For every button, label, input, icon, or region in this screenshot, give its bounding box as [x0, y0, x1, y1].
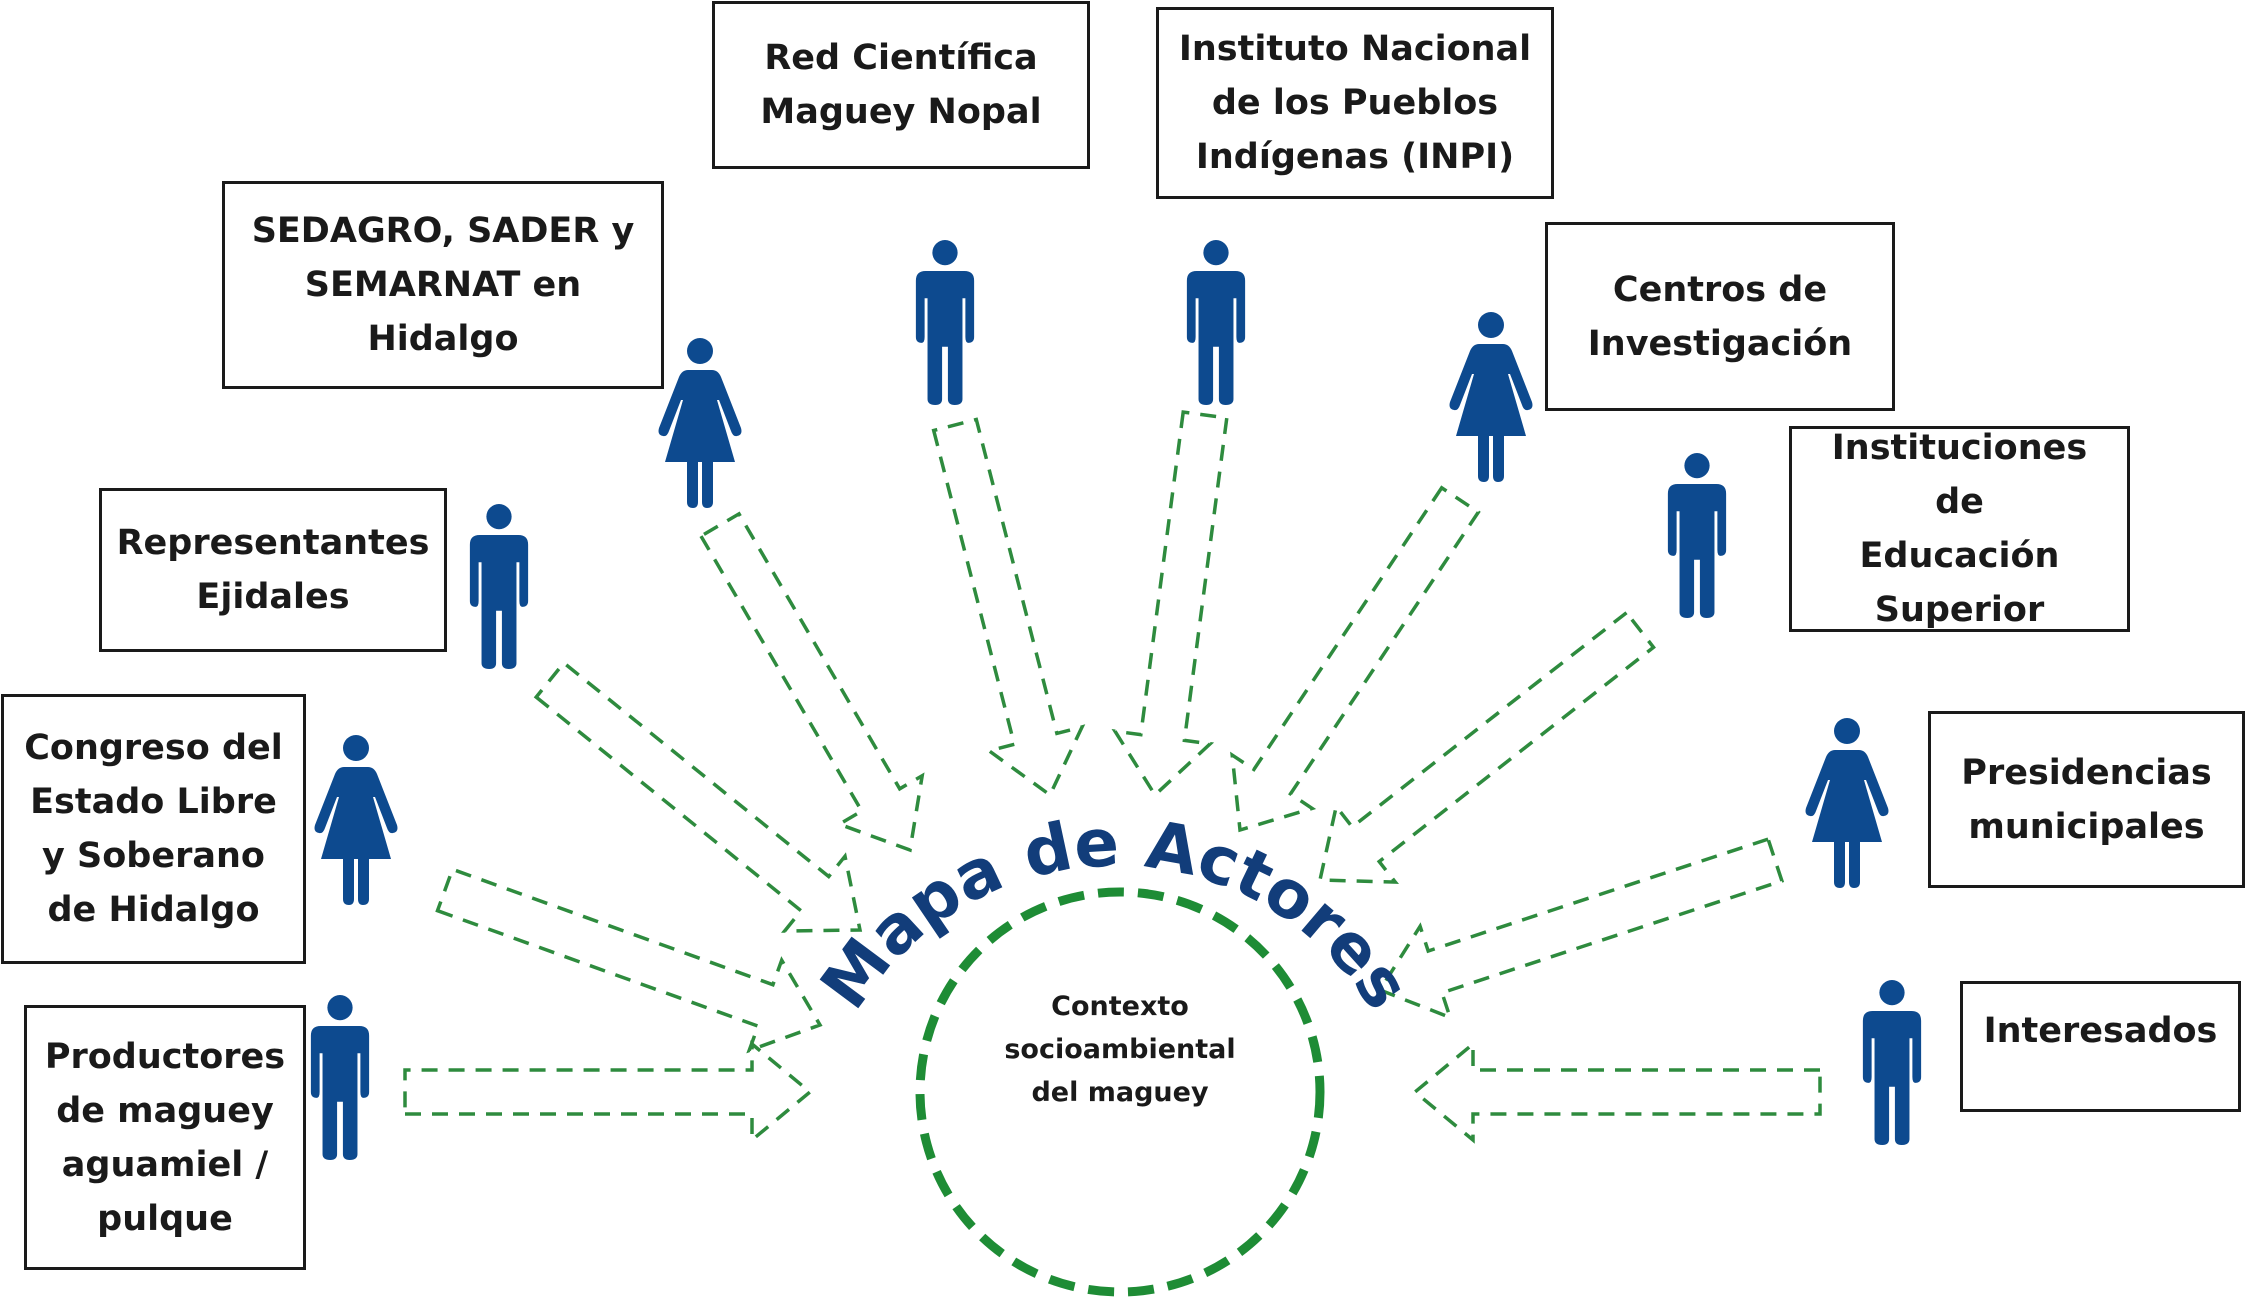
dashed-arrow-sedagro	[698, 511, 925, 853]
actor-box-presidencias-municipales: Presidencias municipales	[1928, 711, 2245, 888]
dashed-arrow-red-cientifica	[931, 417, 1086, 798]
actor-box-sedagro-sader-semarnat: SEDAGRO, SADER y SEMARNAT en Hidalgo	[222, 181, 664, 389]
arrows-layer	[403, 410, 1822, 1144]
context-circle	[915, 887, 1325, 1297]
actor-box-inpi: Instituto Nacional de los Pueblos Indíge…	[1156, 7, 1554, 199]
actor-box-centros-investigacion: Centros de Investigación	[1545, 222, 1895, 411]
dashed-arrow-instituciones	[1317, 610, 1656, 884]
actor-box-instituciones-educacion-superior: Instituciones de Educación Superior	[1789, 426, 2130, 632]
dashed-arrow-interesados	[1412, 1040, 1822, 1144]
actor-box-interesados: Interesados	[1960, 981, 2241, 1112]
center-context-label: Contexto socioambiental del maguey	[1004, 991, 1236, 1108]
actor-box-representantes-ejidales: Representantes Ejidales	[99, 488, 447, 652]
dashed-arrow-productores	[403, 1040, 813, 1144]
actor-box-red-cientifica: Red Científica Maguey Nopal	[712, 1, 1090, 169]
actor-box-productores-maguey: Productores de maguey aguamiel / pulque	[24, 1005, 306, 1270]
dashed-arrow-inpi	[1111, 410, 1229, 798]
dashed-arrow-centros	[1230, 485, 1481, 833]
actor-box-congreso-hidalgo: Congreso del Estado Libre y Soberano de …	[1, 694, 306, 964]
dashed-arrow-presidencias	[1377, 836, 1785, 1021]
